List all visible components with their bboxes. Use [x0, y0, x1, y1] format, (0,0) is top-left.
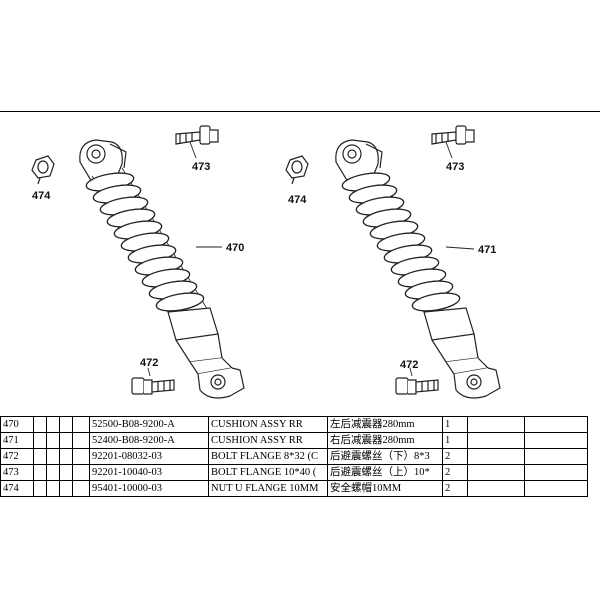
description-cell: CUSHION ASSY RR [208, 416, 328, 433]
part-no-cell: 471 [0, 432, 34, 449]
part-no-cell: 472 [0, 448, 34, 465]
flange-nut-icon [31, 155, 55, 185]
empty-cell [467, 480, 525, 497]
description-cn-cell: 后避震螺丝（上）10* [327, 464, 443, 481]
empty-cell [72, 464, 90, 481]
empty-cell [59, 432, 73, 449]
empty-cell [33, 464, 47, 481]
lower-bolt-icon [395, 377, 439, 395]
shock-absorber-left [79, 139, 245, 399]
part-number-cell: 92201-08032-03 [89, 448, 209, 465]
empty-cell [59, 480, 73, 497]
empty-cell [524, 416, 588, 433]
empty-cell [59, 416, 73, 433]
empty-cell [467, 432, 525, 449]
empty-cell [33, 416, 47, 433]
callout-473-right: 473 [446, 161, 464, 173]
part-number-cell: 52500-B08-9200-A [89, 416, 209, 433]
empty-cell [524, 464, 588, 481]
empty-cell [46, 480, 60, 497]
lower-bolt-icon [131, 377, 175, 395]
exploded-parts-diagram: 474 473 470 472 474 473 471 472 [31, 125, 501, 399]
callout-470: 470 [226, 242, 244, 254]
callout-471: 471 [478, 244, 496, 256]
empty-cell [33, 432, 47, 449]
empty-cell [33, 480, 47, 497]
quantity-cell: 2 [442, 448, 468, 465]
empty-cell [46, 464, 60, 481]
top-rule [0, 111, 600, 112]
part-number-cell: 52400-B08-9200-A [89, 432, 209, 449]
empty-cell [467, 416, 525, 433]
empty-cell [467, 448, 525, 465]
empty-cell [59, 448, 73, 465]
shock-absorber-right [335, 139, 501, 399]
description-cell: BOLT FLANGE 8*32 (C [208, 448, 328, 465]
description-cn-cell: 左后减震器280mm [327, 416, 443, 433]
empty-cell [72, 480, 90, 497]
description-cell: CUSHION ASSY RR [208, 432, 328, 449]
flange-nut-icon [285, 155, 309, 185]
part-no-cell: 470 [0, 416, 34, 433]
description-cn-cell: 后避震螺丝（下）8*3 [327, 448, 443, 465]
empty-cell [46, 416, 60, 433]
description-cell: NUT U FLANGE 10MM [208, 480, 328, 497]
empty-cell [46, 448, 60, 465]
empty-cell [33, 448, 47, 465]
empty-cell [467, 464, 525, 481]
empty-cell [72, 448, 90, 465]
empty-cell [59, 464, 73, 481]
description-cn-cell: 右后减震器280mm [327, 432, 443, 449]
callout-472-left: 472 [140, 357, 158, 369]
empty-cell [72, 432, 90, 449]
part-no-cell: 473 [0, 464, 34, 481]
upper-bolt-icon [175, 125, 219, 145]
quantity-cell: 1 [442, 416, 468, 433]
upper-bolt-icon [431, 125, 475, 145]
empty-cell [524, 480, 588, 497]
callout-472-right: 472 [400, 359, 418, 371]
callout-473-left: 473 [192, 161, 210, 173]
empty-cell [524, 448, 588, 465]
callout-474-left: 474 [32, 190, 51, 202]
empty-cell [46, 432, 60, 449]
part-number-cell: 95401-10000-03 [89, 480, 209, 497]
part-number-cell: 92201-10040-03 [89, 464, 209, 481]
callout-474-right: 474 [288, 194, 307, 206]
empty-cell [524, 432, 588, 449]
quantity-cell: 2 [442, 480, 468, 497]
part-no-cell: 474 [0, 480, 34, 497]
description-cn-cell: 安全螺帽10MM [327, 480, 443, 497]
empty-cell [72, 416, 90, 433]
quantity-cell: 2 [442, 464, 468, 481]
quantity-cell: 1 [442, 432, 468, 449]
description-cell: BOLT FLANGE 10*40 ( [208, 464, 328, 481]
